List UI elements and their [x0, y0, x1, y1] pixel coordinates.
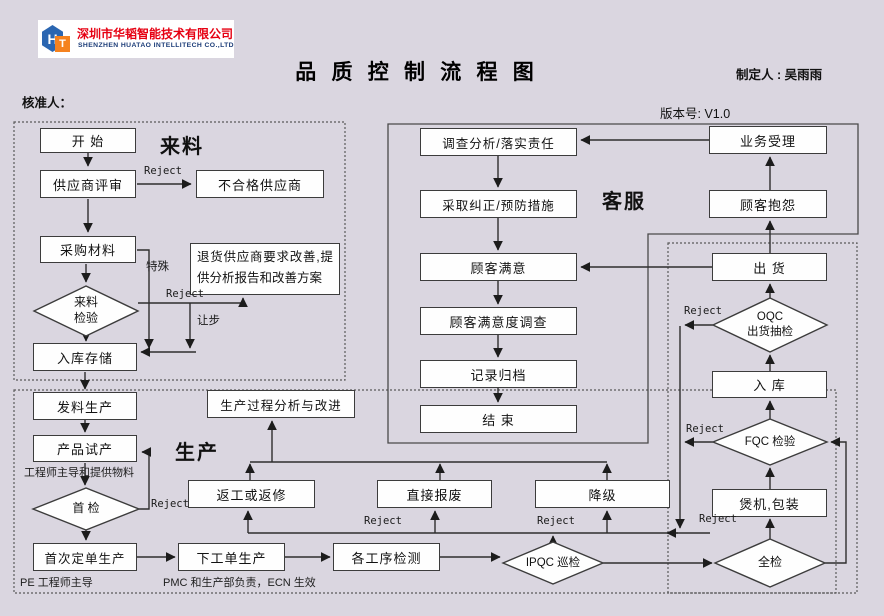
incoming-section-border — [13, 121, 346, 381]
edge-label-reject-review: Reject — [144, 165, 182, 177]
ipqc-diamond — [501, 541, 605, 585]
oqc-diamond — [711, 297, 829, 353]
edge-label-reject-oqc: Reject — [684, 305, 722, 317]
company-name-cn: 深圳市华韬智能技术有限公司 — [77, 27, 234, 41]
company-logo: H T 深圳市华韬智能技术有限公司 SHENZHEN HUATAO INTELL… — [38, 20, 234, 58]
node-ipqc: IPQC 巡检 — [525, 556, 581, 569]
node-investigate: 调查分析/落实责任 — [420, 128, 577, 156]
oqc-line2: 出货抽检 — [747, 326, 793, 338]
node-end: 结 束 — [420, 405, 577, 433]
edge-firstinsp-reject-loop — [139, 447, 152, 510]
node-process-testing: 各工序检测 — [333, 543, 440, 571]
edge-label-concession: 让步 — [197, 315, 220, 327]
author-label: 制定人 : 吴雨雨 — [736, 68, 823, 82]
node-scrap: 直接报废 — [377, 480, 492, 508]
edge-label-reject-fqc: Reject — [686, 423, 724, 435]
production-section-border — [13, 389, 837, 594]
node-warehouse-storage: 入库存储 — [33, 343, 137, 371]
node-fqc: FQC 检验 — [744, 435, 796, 448]
node-purchase-material: 采购材料 — [40, 236, 136, 263]
logo-monogram-icon: H T — [42, 24, 72, 54]
edge-label-special: 特殊 — [146, 261, 169, 273]
version-label: 版本号: V1.0 — [660, 107, 731, 121]
node-issue-material: 发料生产 — [33, 392, 137, 420]
full-inspection-diamond — [713, 538, 827, 588]
edge-label-reject-bus: Reject — [699, 513, 737, 525]
customer-service-section-border — [387, 123, 859, 444]
node-satisfaction-survey: 顾客满意度调查 — [420, 307, 577, 335]
fqc-diamond — [711, 418, 829, 466]
section-borders-dotted — [13, 121, 858, 594]
edge-label-reject-ipqc: Reject — [537, 515, 575, 527]
node-unqualified-supplier: 不合格供应商 — [196, 170, 324, 198]
edge-inspection-reject — [138, 297, 248, 308]
node-start: 开 始 — [40, 128, 136, 153]
node-oqc: OQC 出货抽检 — [716, 301, 824, 349]
node-incoming-inspection: 来料 检验 — [46, 289, 126, 333]
node-record-archive: 记录归档 — [420, 360, 577, 388]
incoming-inspection-diamond — [32, 285, 140, 337]
edge-special — [137, 249, 154, 349]
edge-label-reject-firstinsp: Reject — [151, 498, 189, 510]
approver-label: 核准人： — [22, 96, 73, 110]
node-rework: 返工或返修 — [188, 480, 315, 508]
caption-trial: 工程师主导和提供物料 — [24, 467, 134, 479]
node-trial-production: 产品试产 — [33, 435, 137, 462]
shipping-section-border — [667, 242, 858, 594]
edge-label-reject-incoming: Reject — [166, 288, 204, 300]
node-shipment: 出 货 — [712, 253, 827, 281]
section-label-incoming: 来料 — [160, 136, 204, 158]
diamonds — [31, 285, 829, 588]
caption-first-order: PE 工程师主导 — [20, 577, 93, 589]
node-warehouse-in: 入 库 — [712, 371, 827, 398]
node-supplier-review: 供应商评审 — [40, 170, 136, 198]
oqc-line1: OQC — [756, 311, 784, 324]
logo-t-icon: T — [55, 36, 70, 52]
node-process-analysis: 生产过程分析与改进 — [207, 390, 355, 418]
node-corrective: 采取纠正/预防措施 — [420, 190, 577, 218]
section-label-customer-service: 客服 — [602, 191, 646, 213]
node-complaint: 顾客抱怨 — [709, 190, 827, 218]
edge-fullinsp-fqc-right — [825, 437, 847, 564]
incoming-inspection-line2: 检验 — [73, 311, 98, 325]
section-label-production: 生产 — [175, 442, 219, 464]
node-work-order: 下工单生产 — [178, 543, 285, 571]
edges — [80, 135, 847, 568]
node-first-order: 首次定单生产 — [33, 543, 137, 571]
node-full-inspection: 全检 — [757, 555, 782, 570]
node-return-supplier: 退货供应商要求改善,提供分析报告和改善方案 — [190, 243, 340, 295]
node-downgrade: 降级 — [535, 480, 670, 508]
edge-label-reject-scrap: Reject — [364, 515, 402, 527]
node-satisfaction: 顾客满意 — [420, 253, 577, 281]
first-inspection-diamond — [31, 487, 141, 531]
node-first-inspection: 首 检 — [72, 501, 100, 516]
node-business-accept: 业务受理 — [709, 126, 827, 154]
caption-work-order: PMC 和生产部负责，ECN 生效 — [163, 577, 316, 589]
incoming-inspection-line1: 来料 — [73, 295, 98, 310]
node-burn-in: 煲机,包装 — [712, 489, 827, 517]
page-title: 品 质 控 制 流 程 图 — [295, 60, 539, 84]
company-name-en: SHENZHEN HUATAO INTELLITECH CO.,LTD — [78, 42, 234, 49]
